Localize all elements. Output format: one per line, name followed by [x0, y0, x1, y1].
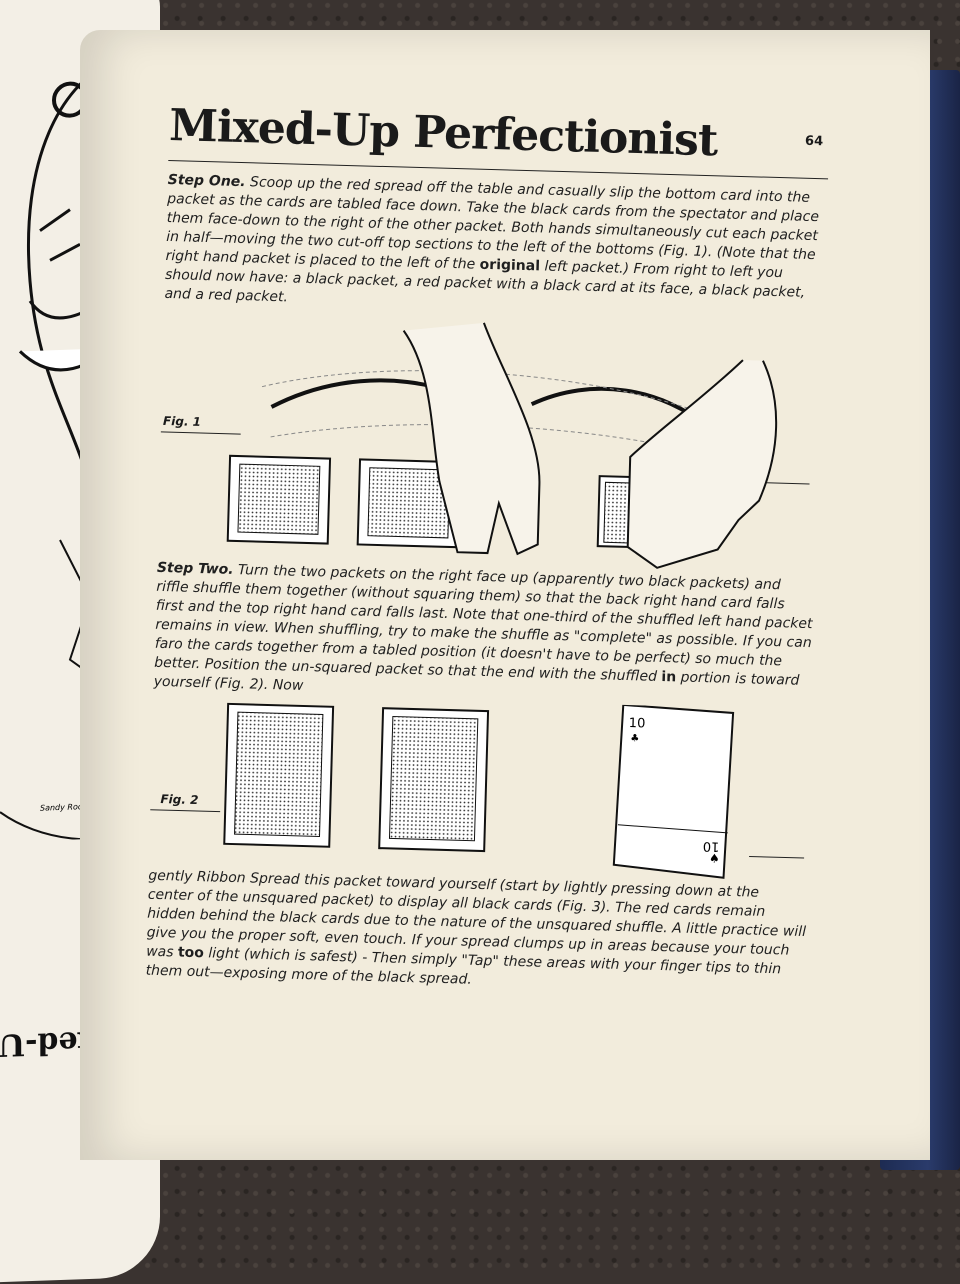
page-number: 64 [804, 133, 824, 150]
step-one-lead: Step One. [167, 171, 246, 191]
page-title: Mixed-Up Perfectionist [168, 100, 718, 167]
right-page: 64 Mixed-Up Perfectionist Step One. Scoo… [80, 30, 930, 1160]
step-two-emphasis: in [661, 668, 677, 686]
step-one-paragraph: Step One. Scoop up the red spread off th… [164, 171, 827, 322]
card-rank-bottom: 10 [703, 838, 720, 853]
figure-2: Fig. 2 [149, 692, 814, 885]
figure-1: Fig. 1 [157, 304, 824, 577]
figure-2-drawing: 10 ♣ 10 ♠ [150, 702, 805, 879]
step-one-emphasis: original [479, 256, 541, 275]
spade-icon: ♠ [709, 851, 720, 865]
card-packet-1 [226, 454, 332, 545]
club-icon: ♣ [630, 733, 639, 744]
step-two-paragraph: Step Two. Turn the two packets on the ri… [153, 559, 816, 710]
face-up-unsquared-packet: 10 ♣ 10 ♠ [612, 703, 735, 879]
face-down-packet-2 [378, 707, 490, 853]
figure-1-drawing [160, 322, 810, 569]
artist-signature: Sandy Root [40, 802, 87, 813]
continuation-emphasis: too [177, 944, 205, 962]
continuation-paragraph: gently Ribbon Spread this packet toward … [145, 867, 808, 999]
right-hand [626, 359, 778, 569]
page-content: 64 Mixed-Up Perfectionist Step One. Scoo… [145, 100, 829, 999]
step-two-text: Turn the two packets on the right face u… [154, 561, 813, 685]
left-hand [402, 322, 541, 556]
card-rank-top: 10 [629, 716, 646, 731]
step-two-lead: Step Two. [156, 559, 234, 578]
card-packet-2 [356, 458, 462, 549]
face-down-packet-1 [223, 702, 335, 848]
